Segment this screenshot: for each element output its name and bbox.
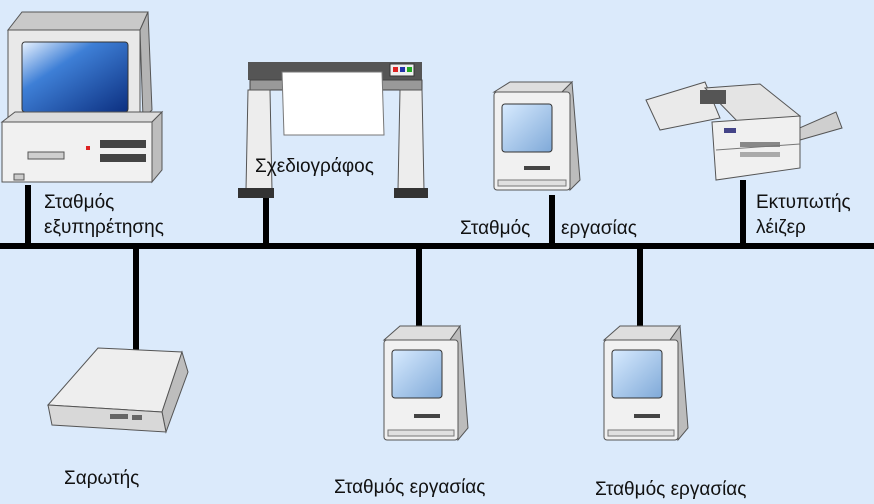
plotter-icon bbox=[238, 62, 428, 198]
server-label: Σταθμός εξυπηρέτησης bbox=[44, 190, 164, 240]
server-label-line1: Σταθμός bbox=[44, 192, 115, 213]
workstation-top-label-left: Σταθμός bbox=[460, 218, 531, 239]
server-label-line2: εξυπηρέτησης bbox=[44, 217, 164, 238]
workstation-mid-label: Σταθμός εργασίας bbox=[334, 477, 486, 498]
workstation-icon bbox=[492, 80, 581, 192]
plotter-label: Σχεδιογράφος bbox=[255, 156, 374, 177]
workstation-right-label: Σταθμός εργασίας bbox=[595, 479, 747, 500]
laser-printer-label-line2: λέιζερ bbox=[756, 217, 806, 238]
laser-printer-icon bbox=[645, 81, 843, 181]
workstation-top-label-right: εργασίας bbox=[561, 218, 637, 239]
laser-printer-label: Εκτυπωτής λέιζερ bbox=[756, 190, 851, 240]
network-bus bbox=[0, 180, 874, 350]
workstation-icon bbox=[602, 324, 689, 442]
laser-printer-label-line1: Εκτυπωτής bbox=[756, 192, 851, 213]
workstation-icon bbox=[382, 324, 469, 442]
desktop-computer-icon bbox=[0, 11, 164, 184]
scanner-icon bbox=[46, 347, 189, 434]
scanner-label: Σαρωτής bbox=[64, 468, 140, 489]
